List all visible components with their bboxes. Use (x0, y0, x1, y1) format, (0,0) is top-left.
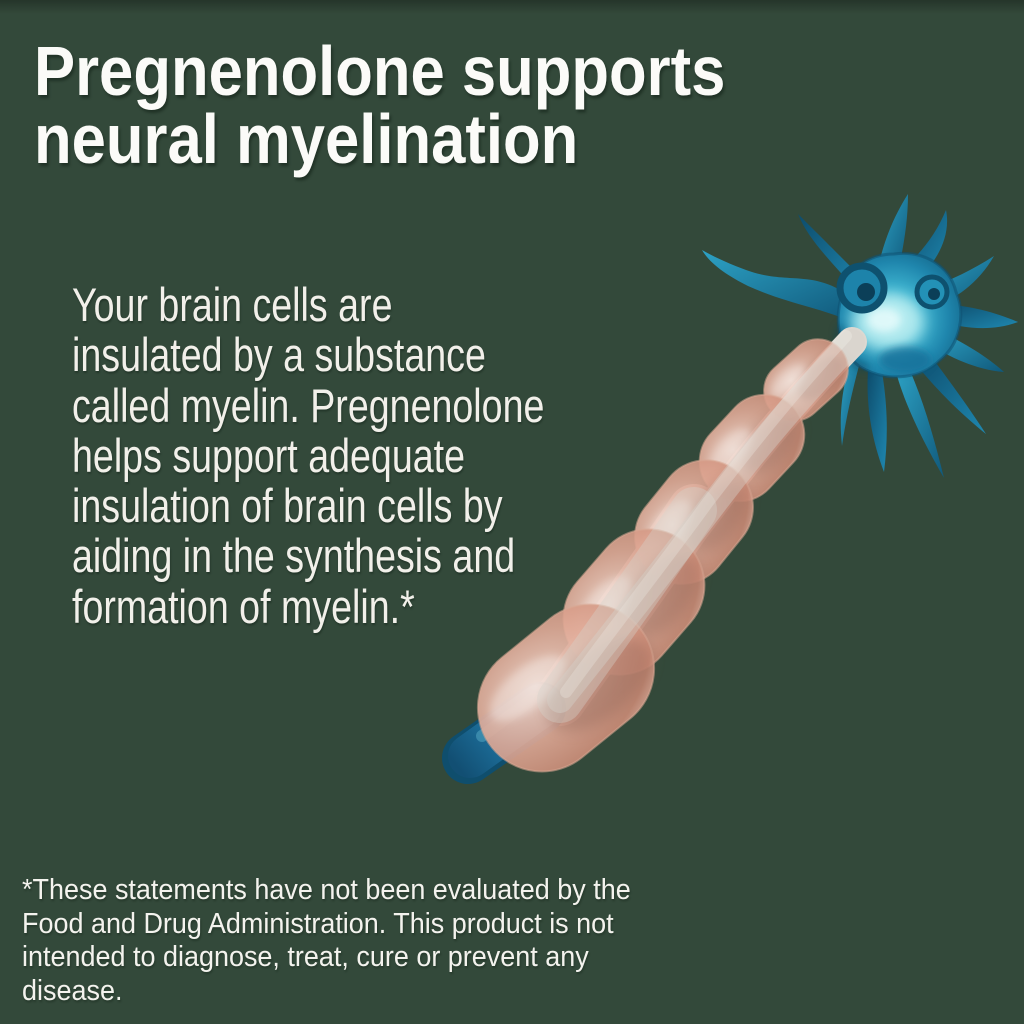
top-edge-shadow (0, 0, 1024, 14)
fda-disclaimer: *These statements have not been evaluate… (22, 874, 631, 1007)
dendrites (702, 194, 1018, 478)
axon-core-overlay (537, 329, 865, 723)
axon-tip (442, 682, 566, 784)
body-text: Your brain cells are insulated by a subs… (72, 278, 545, 633)
soma (836, 251, 963, 379)
headline: Pregnenolone supports neural myelination (34, 32, 726, 178)
axon-core (534, 327, 867, 726)
